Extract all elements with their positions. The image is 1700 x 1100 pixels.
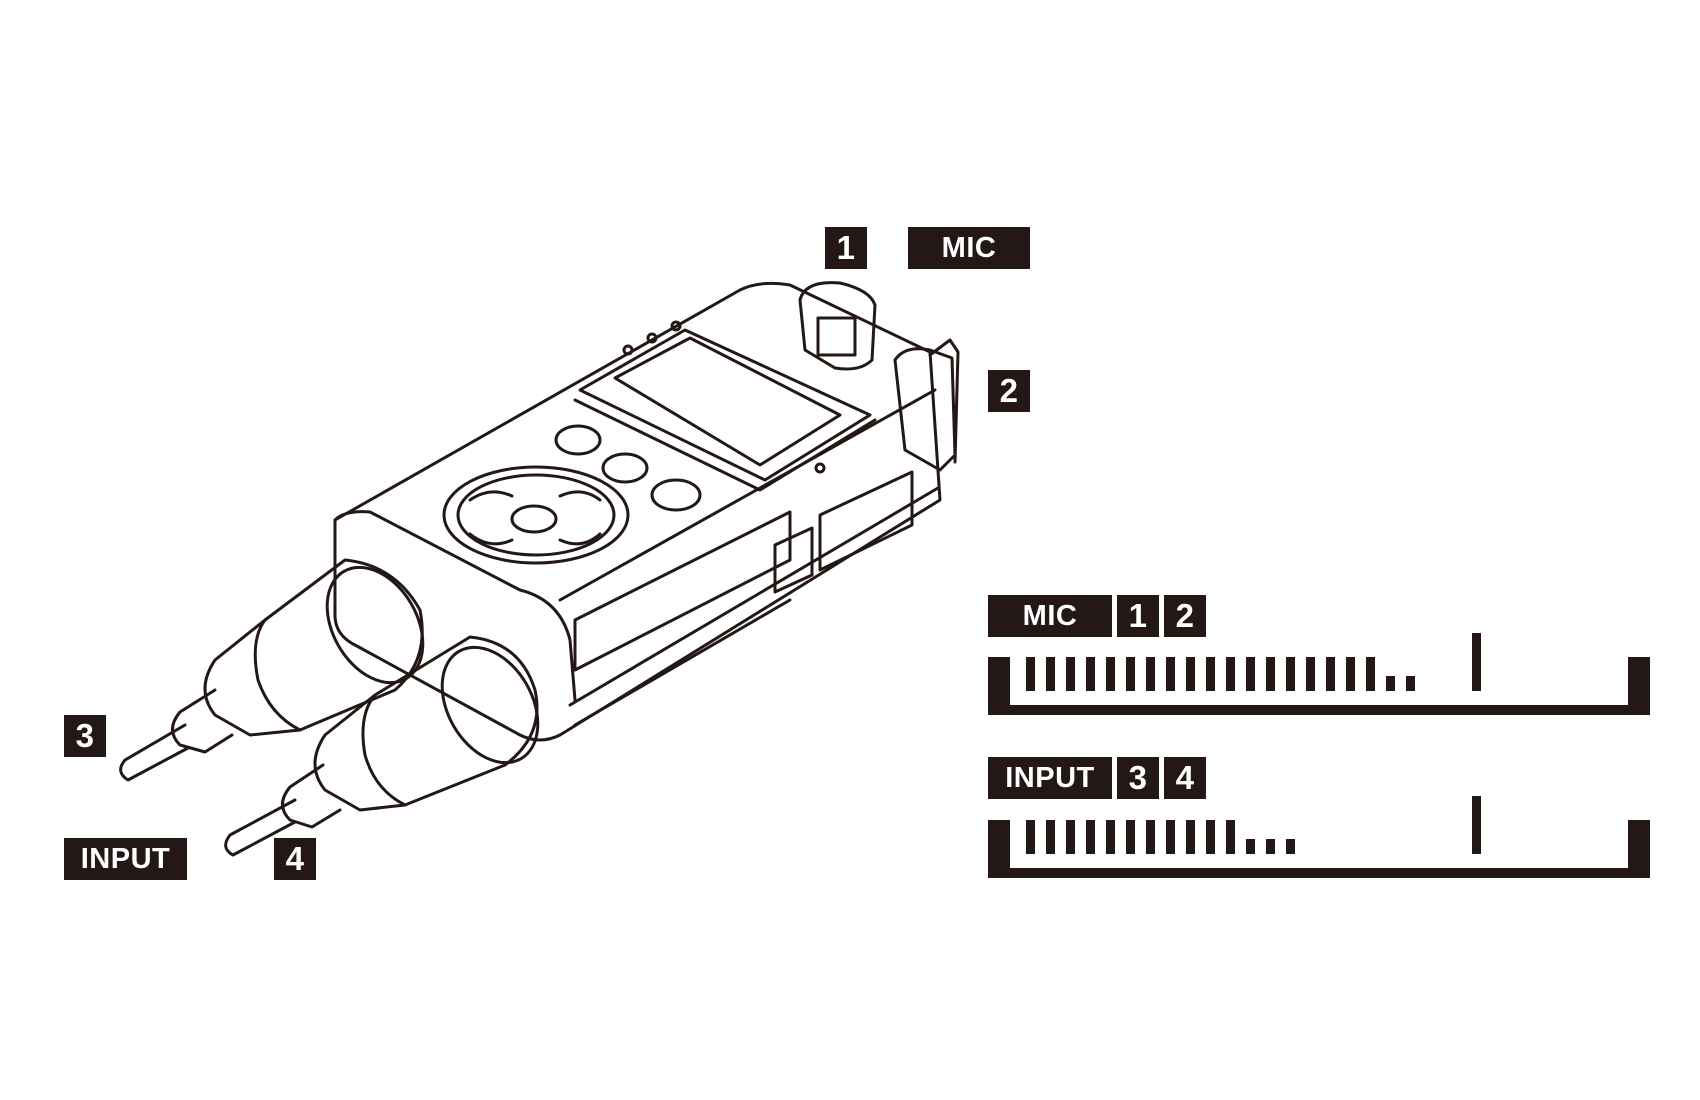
led-dot-2	[646, 332, 658, 344]
meter-segment	[1166, 657, 1175, 691]
meter-input-right-cap	[1628, 820, 1650, 878]
meter-segment	[1086, 657, 1095, 691]
meter-segment	[1306, 657, 1315, 691]
xlr-plug-lower-body	[361, 635, 539, 807]
nav-pad-outer	[442, 465, 630, 565]
xlr-plug-lower-neck	[313, 693, 407, 812]
meter-segment	[1226, 820, 1235, 854]
meter-segment	[1126, 820, 1135, 854]
meter-input-channel-4: 4	[1164, 757, 1206, 799]
nav-pad-center	[510, 504, 558, 534]
meter-input-baseline	[988, 868, 1650, 878]
callout-input-3: 3	[64, 715, 106, 757]
led-dot-1	[622, 344, 634, 356]
meter-segment-partial	[1246, 839, 1255, 854]
button-top-left	[554, 424, 602, 456]
meter-input-left-cap	[988, 820, 1010, 878]
xlr-plug-lower-pin	[224, 798, 297, 857]
recorder-lower-edge	[568, 486, 940, 707]
meter-segment-partial	[1286, 839, 1295, 854]
meter-input-peak-marker	[1472, 796, 1481, 854]
xlr-plug-upper-neck	[203, 618, 302, 737]
mic-capsule-right	[893, 347, 957, 472]
meter-segment	[1186, 820, 1195, 854]
callout-mic-label: MIC	[908, 227, 1030, 269]
xlr-plug-lower-face	[440, 645, 540, 765]
callout-input-4: 4	[274, 838, 316, 880]
recorder-top-edge	[333, 510, 577, 702]
meter-mic-baseline	[988, 705, 1650, 715]
meter-segment	[1186, 657, 1195, 691]
meter-segment	[1146, 820, 1155, 854]
meter-mic-channel-2: 2	[1164, 595, 1206, 637]
meter-input-label: INPUT	[988, 757, 1112, 799]
side-panel-upper	[818, 470, 914, 572]
meter-input-bar	[988, 796, 1650, 878]
meter-mic-label: MIC	[988, 595, 1112, 637]
meter-segment	[1066, 657, 1075, 691]
meter-mic-right-cap	[1628, 657, 1650, 715]
meter-input-segments	[1026, 820, 1295, 854]
meter-segment	[1286, 657, 1295, 691]
meter-segment	[1026, 657, 1035, 691]
meter-segment	[1106, 657, 1115, 691]
meter-segment	[1046, 820, 1055, 854]
meter-mic-bar	[988, 633, 1650, 715]
xlr-plug-lower-collar	[281, 763, 342, 829]
callout-input-label: INPUT	[64, 838, 187, 880]
mic-guard-wire	[928, 338, 960, 464]
meter-mic-channel-1: 1	[1117, 595, 1159, 637]
meter-segment	[1226, 657, 1235, 691]
mic-capsule-left	[798, 281, 877, 371]
meter-segment	[1066, 820, 1075, 854]
led-dot-3	[670, 320, 682, 332]
meter-segment	[1246, 657, 1255, 691]
meter-segment	[1046, 657, 1055, 691]
meter-segment	[1026, 820, 1035, 854]
meter-segment	[1266, 657, 1275, 691]
mic-capsule-left-inner	[816, 316, 857, 357]
callout-mic-1: 1	[825, 227, 867, 269]
nav-pad-ring	[456, 473, 616, 557]
screen-divider	[573, 398, 877, 492]
meter-mic-left-cap	[988, 657, 1010, 715]
xlr-plug-upper-face	[325, 565, 425, 685]
recorder-bottom-rail	[573, 598, 792, 727]
side-panel-long	[573, 510, 792, 672]
button-top-middle	[601, 452, 649, 484]
meter-segment	[1106, 820, 1115, 854]
meter-input-channel-3: 3	[1117, 757, 1159, 799]
meter-segment	[1086, 820, 1095, 854]
xlr-plug-upper-pin	[119, 723, 190, 782]
meter-segment	[1206, 657, 1215, 691]
side-panel-lower	[773, 526, 814, 594]
button-top-right	[650, 478, 702, 512]
xlr-plug-upper-body	[253, 558, 424, 732]
meter-segment	[1126, 657, 1135, 691]
meter-segment	[1206, 820, 1215, 854]
meter-segment	[1146, 657, 1155, 691]
screen-display	[613, 336, 842, 467]
recorder-body	[333, 281, 942, 742]
meter-segment	[1166, 820, 1175, 854]
recorder-side-edge	[558, 388, 937, 602]
meter-mic-peak-marker	[1472, 633, 1481, 691]
screen-frame	[578, 328, 872, 482]
meter-segment	[1346, 657, 1355, 691]
meter-segment	[1366, 657, 1375, 691]
meter-mic-segments	[1026, 657, 1415, 691]
meter-segment	[1326, 657, 1335, 691]
led-dot-4	[814, 462, 826, 474]
meter-segment-partial	[1266, 839, 1275, 854]
nav-pad-keys	[468, 490, 602, 546]
meter-segment-partial	[1406, 676, 1415, 691]
callout-mic-2: 2	[988, 370, 1030, 412]
meter-segment-partial	[1386, 676, 1395, 691]
